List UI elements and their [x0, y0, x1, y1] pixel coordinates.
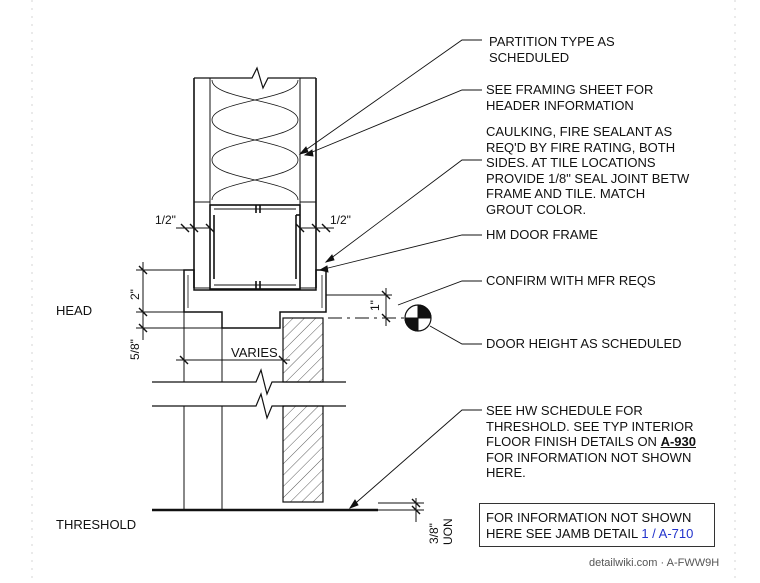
label-threshold: THRESHOLD: [56, 517, 137, 532]
door-slab-upper: [282, 317, 324, 383]
dim-2in: [136, 262, 184, 318]
dim-half-right-text: 1/2": [330, 213, 351, 227]
watermark: detailwiki.com · A-FWW9H: [589, 557, 720, 569]
dim-1in-text: 1": [368, 300, 382, 311]
note-framing-sheet: SEE FRAMING SHEET FOR HEADER INFORMATION: [486, 82, 654, 113]
dim-3-8-text: 3/8": [427, 523, 441, 544]
info-box-line2-text: HERE SEE JAMB DETAIL: [486, 526, 642, 541]
ref-a930-link[interactable]: A-930: [660, 434, 696, 449]
note-door-height: DOOR HEIGHT AS SCHEDULED: [486, 336, 682, 351]
door-height-symbol: [404, 304, 432, 332]
dim-half-left-text: 1/2": [155, 213, 176, 227]
dim-2in-text: 2": [128, 289, 142, 300]
label-head: HEAD: [56, 303, 93, 318]
note-hm-door-frame: HM DOOR FRAME: [486, 227, 598, 242]
note-hw-schedule-text: SEE HW SCHEDULE FOR THRESHOLD. SEE TYP I…: [486, 403, 694, 449]
break-line-lower: [152, 392, 346, 420]
door-slab-lower: [282, 405, 324, 503]
note-hw-schedule-tail: FOR INFORMATION NOT SHOWN HERE.: [486, 449, 692, 481]
ref-a710-link[interactable]: 1 / A-710: [641, 526, 694, 541]
dim-5-8-text: 5/8": [128, 339, 142, 360]
label-varies: VARIES: [231, 345, 278, 360]
dim-half-right: [295, 223, 334, 233]
leader-lines: [298, 39, 482, 509]
dim-varies: [176, 355, 290, 365]
insulation-batt: [211, 79, 299, 201]
dim-uon-text: UON: [441, 518, 455, 545]
jamb-detail-info-box: [479, 503, 715, 547]
header-steel-stud: [209, 204, 301, 290]
info-box-line2: HERE SEE JAMB DETAIL 1 / A-710: [486, 526, 693, 542]
note-confirm-mfr: CONFIRM WITH MFR REQS: [486, 273, 656, 288]
dim-3-8: [378, 498, 424, 522]
dim-5-8: [136, 318, 222, 340]
partition-wall: [193, 66, 317, 289]
note-hw-schedule: SEE HW SCHEDULE FOR THRESHOLD. SEE TYP I…: [486, 403, 696, 481]
break-line-upper: [152, 368, 346, 396]
dim-half-left: [176, 223, 215, 233]
note-partition-type: PARTITION TYPE AS SCHEDULED: [489, 34, 615, 65]
hm-door-frame: [183, 269, 327, 329]
dim-1in: [326, 288, 392, 326]
note-caulking: CAULKING, FIRE SEALANT AS REQ'D BY FIRE …: [486, 124, 690, 217]
info-box-line1: FOR INFORMATION NOT SHOWN: [486, 510, 692, 525]
